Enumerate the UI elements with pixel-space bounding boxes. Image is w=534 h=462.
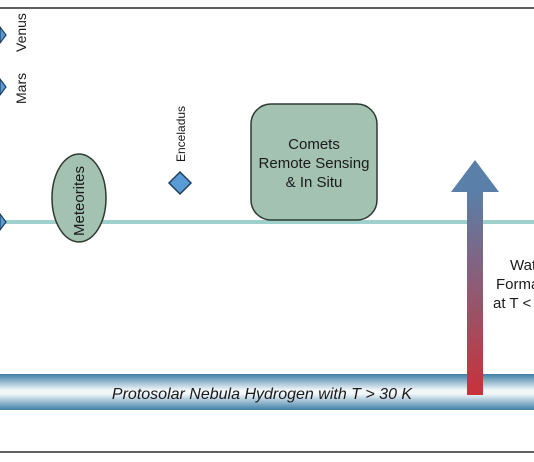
water-label-line1: Wat [510,257,534,274]
comets-node [250,103,378,221]
enceladus-label: Enceladus [174,106,188,162]
water-label-line3: at T < [493,295,531,312]
mars-label: Mars [13,73,29,104]
water-formation-arrow-head [451,160,499,192]
mars-marker [0,78,7,96]
meteorites-node [51,153,107,243]
venus-label: Venus [13,13,29,52]
venus-marker [0,26,7,44]
nebula-band [0,374,534,410]
nebula-label: Protosolar Nebula Hydrogen with T > 30 K [112,386,413,403]
enceladus-marker [167,170,193,196]
meteorites-label: Meteorites [71,166,88,236]
comets-label-line2: Remote Sensing [259,155,370,172]
water-formation-arrow-shaft [467,192,483,395]
comets-label-line3: & In Situ [286,174,343,191]
earth-marker [0,213,7,231]
comets-label-line1: Comets [288,136,340,153]
